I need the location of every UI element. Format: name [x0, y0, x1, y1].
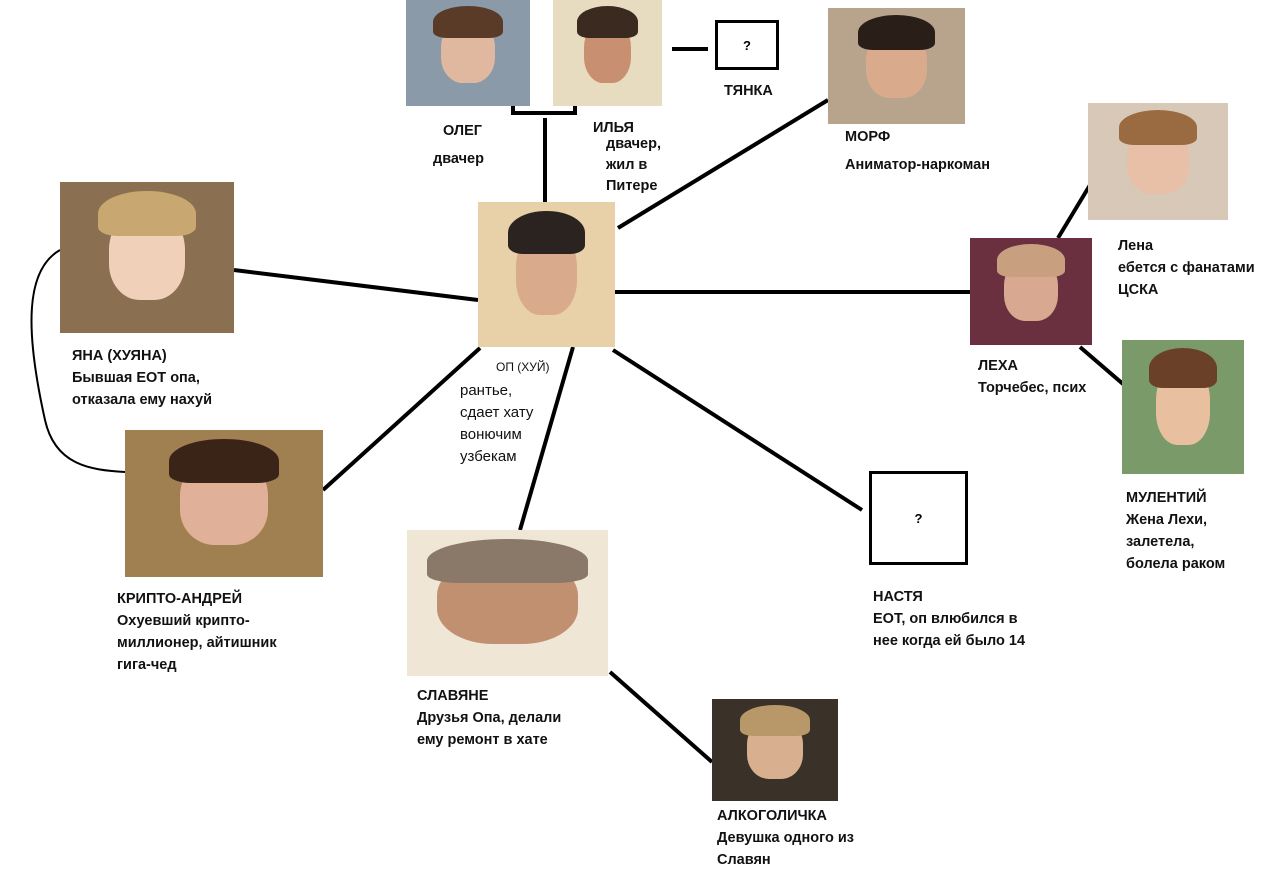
- oleg-photo: [406, 0, 530, 106]
- op-name: ОП (ХУЙ): [496, 360, 550, 374]
- unknown-mark: ?: [743, 37, 751, 53]
- line-leha-lena: [1056, 183, 1092, 240]
- line-slavyane-alko: [608, 670, 714, 764]
- nastya-unknown-box: ?: [869, 471, 968, 565]
- tyanka-label: ТЯНКА: [724, 83, 773, 99]
- line-op-morf: [616, 98, 830, 230]
- line-yana-kripto: [30, 249, 126, 473]
- line-oleg-ilya: [511, 104, 577, 115]
- line-op-kripto: [321, 346, 482, 492]
- morf-photo: [828, 8, 965, 124]
- slavyane-photo: [407, 530, 608, 676]
- ilya-name: ИЛЬЯ: [593, 120, 634, 136]
- mulentiy-photo: [1122, 340, 1244, 474]
- lena-photo: [1088, 103, 1228, 220]
- line-leha-mulentiy: [1078, 345, 1132, 392]
- kripto-photo: [125, 430, 323, 577]
- line-op-nastya: [611, 348, 864, 512]
- unknown-mark: ?: [914, 510, 923, 526]
- leha-photo: [970, 238, 1092, 345]
- line-op-yana: [233, 268, 479, 302]
- yana-label: ЯНА (ХУЯНА)Бывшая ЕОТ опа,отказала ему н…: [72, 348, 213, 408]
- alko-photo: [712, 699, 838, 801]
- tyanka-unknown-box: ?: [715, 20, 779, 70]
- line-op-slavyane: [518, 346, 575, 531]
- ilya-photo: [553, 0, 662, 106]
- yana-photo: [60, 182, 234, 333]
- op-photo: [478, 202, 615, 347]
